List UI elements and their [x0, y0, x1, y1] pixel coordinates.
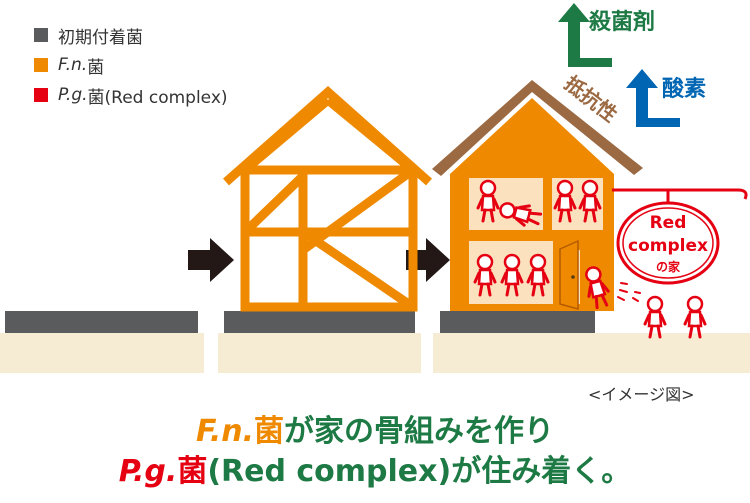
- legend: 初期付着菌 F.n. 菌 P.g. 菌(Red complex): [34, 20, 228, 110]
- sign-line1: Red: [650, 213, 687, 233]
- house-frame: [223, 85, 432, 312]
- legend-label: 初期付着菌: [58, 27, 143, 48]
- image-note: <イメージ図>: [588, 385, 695, 404]
- caption-pg-bacteria: 菌: [177, 454, 208, 489]
- red-complex-sign: Red complex の家: [612, 188, 748, 285]
- caption-fn-bacteria: 菌: [254, 414, 285, 449]
- caption-pg-prefix: P.g.: [118, 454, 178, 489]
- legend-swatch-red: [34, 88, 48, 102]
- legend-prefix: F.n.: [58, 55, 88, 75]
- caption-line-1: F.n.菌が家の骨組みを作り: [0, 414, 750, 450]
- legend-swatch-gray: [34, 28, 48, 42]
- legend-label: 菌: [87, 57, 105, 78]
- sign-line2: complex: [628, 236, 708, 256]
- legend-item-fn-bacteria: F.n. 菌: [34, 50, 228, 80]
- ground-stage-1: [0, 311, 204, 373]
- sterilizer-label: 殺菌剤: [589, 9, 655, 35]
- red-complex-figures-outside: [580, 263, 707, 339]
- oxygen-arrow: 酸素: [626, 69, 706, 127]
- legend-prefix: P.g.: [58, 85, 88, 105]
- legend-item-initial-bacteria: 初期付着菌: [34, 20, 228, 50]
- stage-arrow-2: [406, 238, 450, 282]
- caption-fn-prefix: F.n.: [195, 414, 255, 449]
- caption-line-2: P.g.菌(Red complex)が住み着く。: [0, 454, 750, 490]
- caption-line1-text: が家の骨組みを作り: [284, 414, 555, 449]
- stage-arrow-1: [188, 238, 234, 282]
- legend-item-pg-bacteria: P.g. 菌(Red complex): [34, 80, 228, 110]
- legend-label: 菌(Red complex): [87, 87, 228, 108]
- oxygen-label: 酸素: [662, 76, 706, 102]
- ground-stage-2: [218, 311, 421, 373]
- caption-line2-text: (Red complex)が住み着く。: [207, 454, 632, 489]
- legend-swatch-orange: [34, 58, 48, 72]
- ground-stage-3: [433, 311, 750, 373]
- sterilizer-arrow: 殺菌剤: [558, 3, 655, 67]
- sign-line3: の家: [656, 259, 681, 274]
